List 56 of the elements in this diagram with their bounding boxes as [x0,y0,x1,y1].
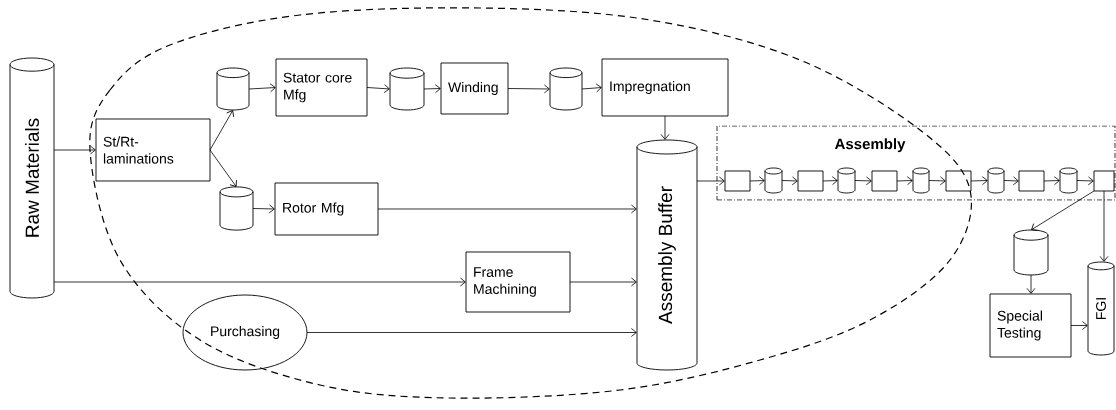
arrow [854,176,872,186]
arrow [1076,176,1094,186]
arrow [970,176,988,186]
arrow [252,204,275,214]
arrow [248,83,276,93]
arrow [377,204,637,214]
storage-cylinder [389,67,425,111]
storage-cylinder [219,186,254,231]
region-title: Assembly [834,138,906,153]
arrow [53,145,96,155]
arrow [53,277,466,287]
storage-cylinder [837,167,856,194]
arrow [1031,190,1095,231]
process-box: Rotor Mfg [274,182,379,236]
arrow [696,176,725,186]
storage-cylinder: FGI [1087,261,1115,356]
arrow [896,176,913,186]
storage-cylinder [764,167,783,194]
arrow [1070,321,1088,330]
process-box: Winding [440,62,509,115]
storage-cylinder [1013,229,1049,276]
arrow [822,176,838,186]
arrow [581,83,602,93]
storage-cylinder [912,167,930,194]
arrow [423,84,441,94]
storage-cylinder [987,167,1005,194]
process-box: Stator core Mfg [275,58,368,117]
arrow [1003,176,1019,186]
arrow [1099,190,1109,262]
arrow [928,176,946,186]
arrow [749,176,765,186]
arrow [569,277,637,287]
arrow [1026,274,1036,294]
process-box [945,170,972,192]
arrow [209,149,237,187]
storage-cylinder [1059,167,1078,194]
process-box: St/Rt-laminations [95,118,211,182]
storage-cylinder [216,67,250,111]
process-box [797,170,824,192]
process-box [871,170,898,192]
arrow [781,176,798,186]
arrow [366,84,390,94]
process-box [1093,170,1115,192]
process-box: Frame Machining [465,251,571,313]
storage-cylinder: Assembly Buffer [636,139,698,371]
storage-cylinder [549,67,583,111]
process-box [1018,170,1045,192]
arrow [507,84,550,94]
arrow [660,115,670,140]
storage-cylinder: Raw Materials [9,57,55,299]
process-box: Impregnation [601,58,729,117]
arrow [209,110,235,151]
process-box [724,170,751,192]
process-box: Special Testing [989,293,1072,358]
arrow [1043,176,1060,186]
arrow [306,328,637,337]
